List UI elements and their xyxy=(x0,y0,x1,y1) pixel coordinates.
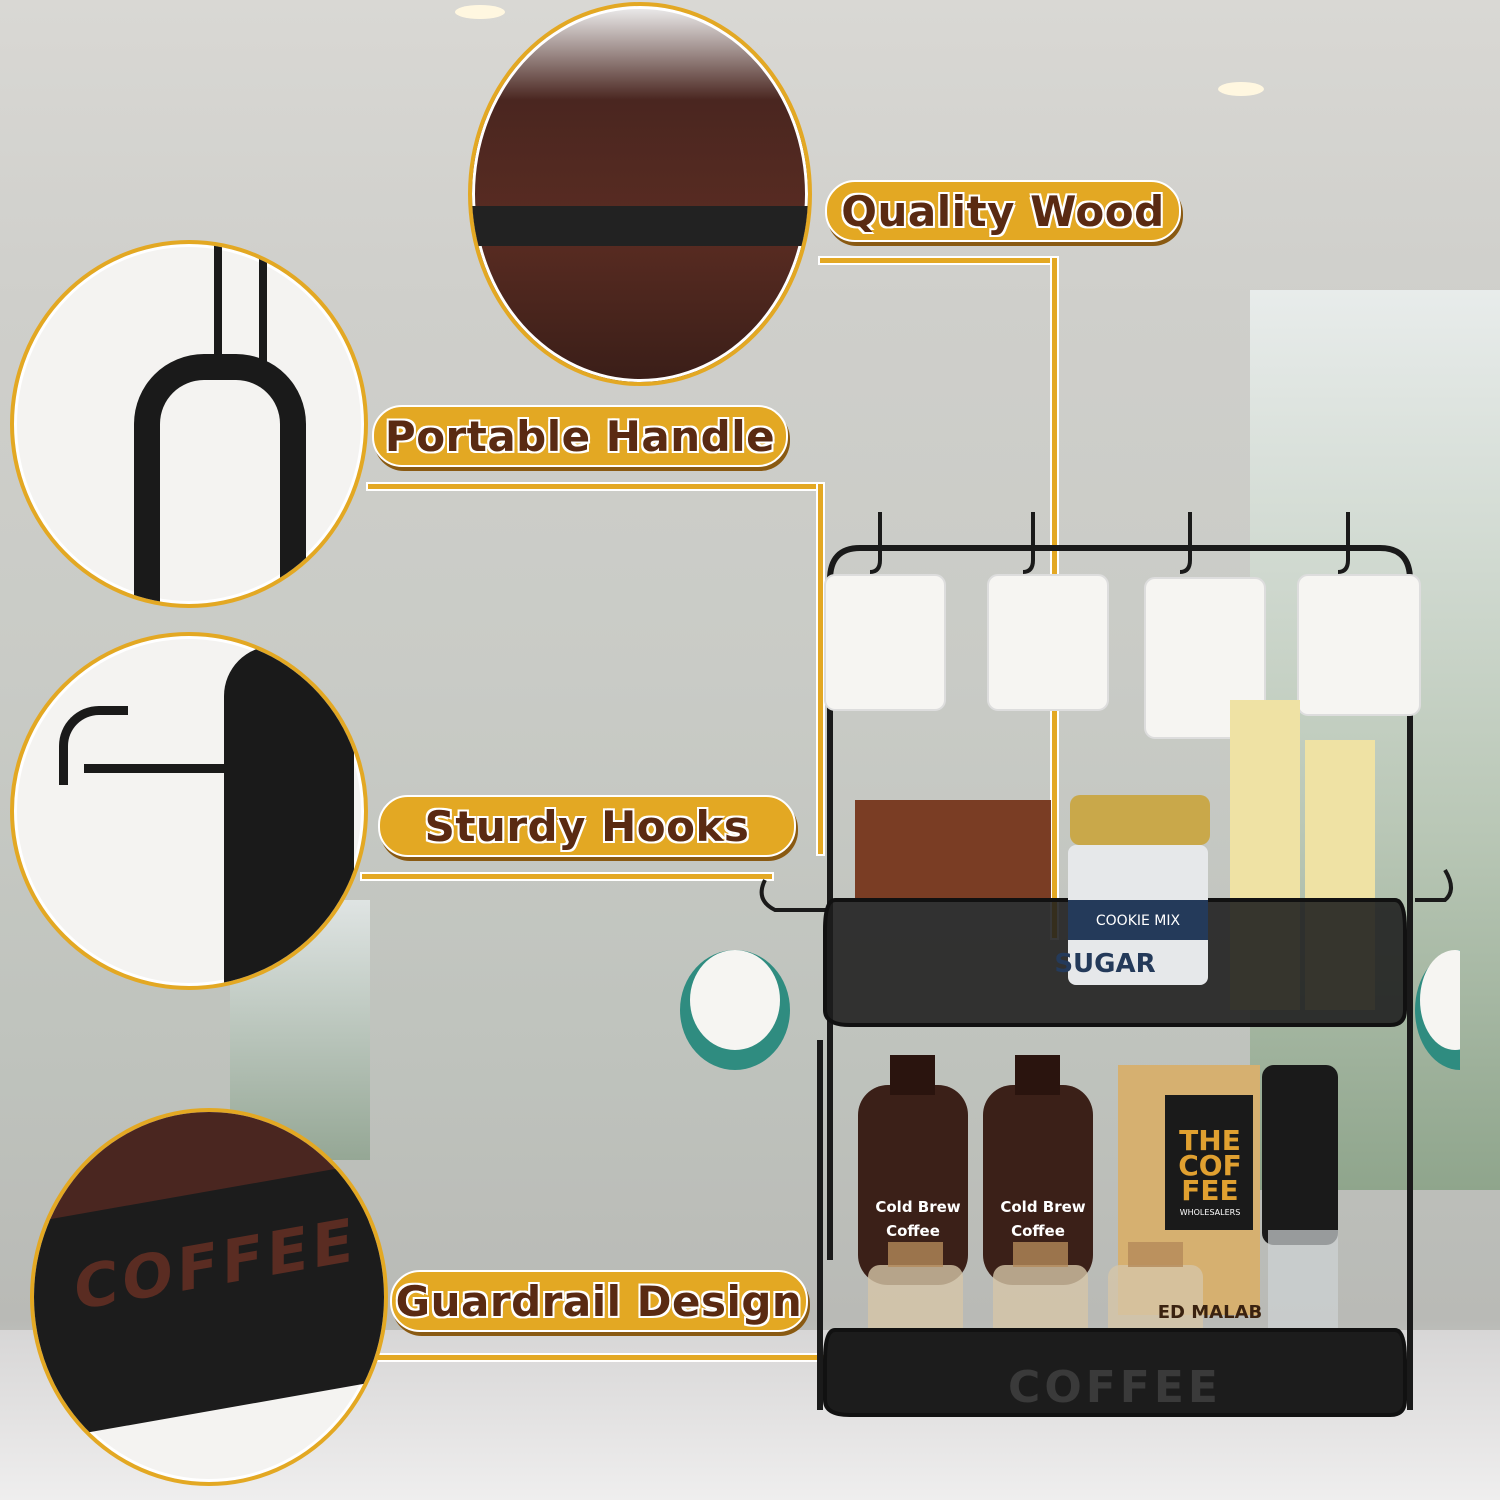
connector-quality-wood xyxy=(820,258,1056,263)
connector-portable-handle xyxy=(818,484,823,854)
cold-brew-bottles: Cold Brew Coffee Cold Brew Coffee xyxy=(858,1055,1093,1285)
bag-text: COF xyxy=(1178,1149,1241,1182)
hooks xyxy=(759,512,1453,912)
label-quality-wood: Quality Wood xyxy=(825,180,1181,242)
detail-circle-sturdy-hooks xyxy=(10,632,368,990)
lower-shelf: COFFEE xyxy=(823,1328,1407,1417)
detail-circle-guardrail: COFFEE xyxy=(30,1108,388,1486)
jar-label: ED MALAB xyxy=(1158,1302,1262,1323)
mesh-rail xyxy=(472,206,808,246)
teal-mugs xyxy=(680,950,1460,1070)
coffee-rack-image: COOKIE MIX SUGAR Cold Brew Coffee Cold B… xyxy=(680,512,1460,1417)
rack-frame xyxy=(817,545,1413,1410)
handle-rod xyxy=(214,244,222,374)
detail-circle-portable-handle xyxy=(10,240,368,608)
frame-detail xyxy=(224,646,354,986)
bag-text: FEE xyxy=(1181,1174,1238,1207)
grinder xyxy=(1262,1065,1338,1330)
hook-bar xyxy=(84,764,234,773)
coffee-boxes xyxy=(855,700,1375,1010)
ceiling-light xyxy=(1218,82,1264,96)
label-portable-handle: Portable Handle xyxy=(372,405,788,467)
ceiling-light xyxy=(455,5,505,19)
bottle-label: Cold Brew xyxy=(875,1198,960,1216)
label-guardrail-design: Guardrail Design xyxy=(390,1270,808,1332)
glass-jars xyxy=(868,1242,1203,1345)
coffee-cutout-detail: COFFEE xyxy=(74,1205,357,1325)
connector-guardrail-design xyxy=(378,1355,986,1360)
tins: COOKIE MIX SUGAR xyxy=(1054,795,1210,985)
bag-text: WHOLESALERS xyxy=(1180,1208,1241,1217)
sugar-label: SUGAR xyxy=(1054,949,1155,979)
connector-portable-handle xyxy=(368,484,822,489)
bag-text: THE xyxy=(1179,1124,1241,1157)
cookie-mix-label: COOKIE MIX xyxy=(1096,913,1181,929)
hook-detail xyxy=(59,706,128,785)
coffee-cutout: COFFEE xyxy=(1008,1362,1222,1413)
detail-circle-quality-wood xyxy=(468,2,812,386)
label-sturdy-hooks: Sturdy Hooks xyxy=(378,795,796,857)
white-mugs xyxy=(824,574,1421,739)
connector-sturdy-hooks xyxy=(362,874,772,879)
bottle-label: Coffee xyxy=(886,1222,940,1240)
handle-rod xyxy=(259,244,267,374)
handle-detail xyxy=(134,354,306,604)
bottle-label: Cold Brew xyxy=(1000,1198,1085,1216)
bottle-label: Coffee xyxy=(1011,1222,1065,1240)
